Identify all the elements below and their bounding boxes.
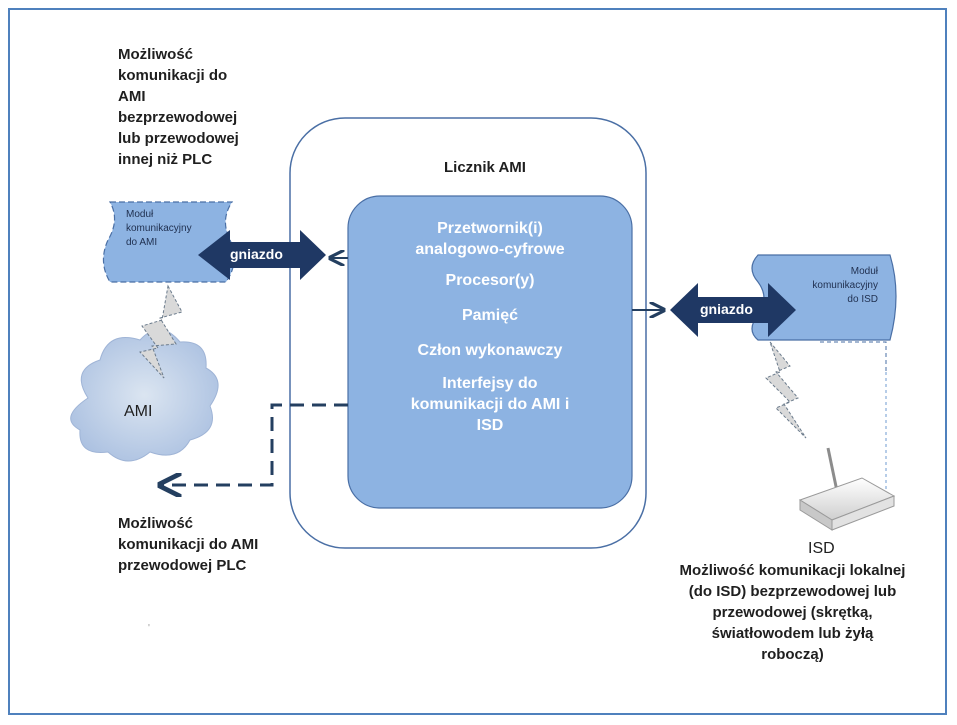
processor-block (347, 195, 633, 509)
diagram-frame (8, 8, 947, 715)
socket-left-label: gniazdo (230, 246, 283, 262)
socket-left-arrow (198, 230, 326, 280)
right-wireless-link-icon (765, 341, 807, 439)
stray-mark: ' (148, 623, 150, 634)
ami-cloud (70, 329, 219, 462)
processor-text: Przetwornik(i) analogowo-cyfrowe Proceso… (410, 220, 570, 434)
plc-dashed-path (160, 403, 348, 485)
bottom-right-label: Możliwość komunikacji lokalnej (do ISD) … (679, 562, 906, 663)
left-wireless-link-icon (139, 284, 183, 379)
socket-right-arrow (670, 283, 796, 337)
socket-right-label: gniazdo (700, 301, 753, 317)
left-module-shape (102, 201, 235, 283)
bottom-left-label: Możliwość komunikacji do AMI przewodowej… (118, 515, 259, 574)
router-icon (798, 447, 896, 531)
left-module-text: Moduł komunikacyjny do AMI (126, 209, 192, 248)
right-module-inner-dash (820, 341, 887, 372)
top-left-label: Możliwość komunikacji do AMI bezprzewodo… (118, 46, 239, 168)
meter-outline (289, 117, 647, 549)
isd-label: ISD (808, 540, 835, 557)
meter-title: Licznik AMI (444, 159, 526, 176)
right-module-text: Moduł komunikacyjny do ISD (812, 266, 878, 305)
cloud-label: AMI (124, 403, 153, 420)
